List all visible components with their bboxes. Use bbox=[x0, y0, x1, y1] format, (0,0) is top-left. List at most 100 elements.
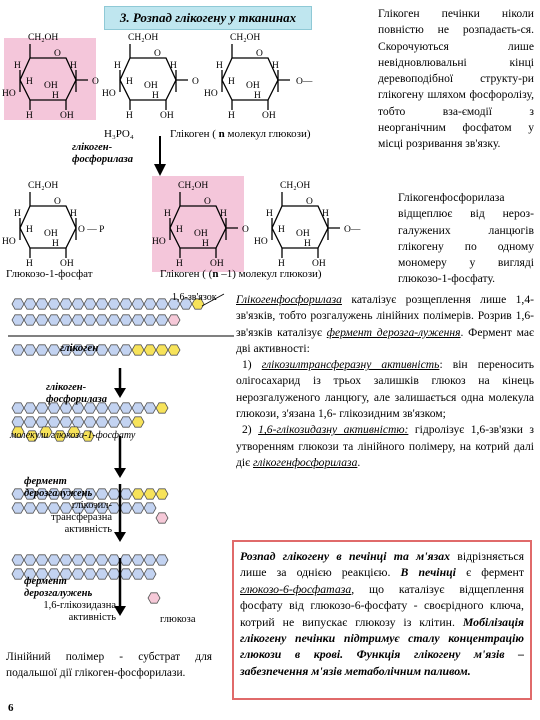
glucose-bead bbox=[83, 488, 97, 500]
bridge-oxygen: O bbox=[192, 77, 199, 87]
g1p-bead bbox=[39, 426, 53, 438]
glucose-bead bbox=[35, 568, 49, 580]
glucose-bead bbox=[71, 502, 85, 514]
h-label: H bbox=[266, 209, 273, 219]
glucose-bead bbox=[119, 488, 133, 500]
glucose-bead bbox=[35, 488, 49, 500]
highlight-glucose-bottom bbox=[152, 176, 244, 272]
glucose-bead bbox=[71, 402, 85, 414]
glucose-bead bbox=[95, 502, 109, 514]
glucose-bead bbox=[179, 298, 193, 310]
enzyme3-label: фермент дерозгалужень bbox=[24, 576, 93, 599]
highlight-glucose-top bbox=[4, 38, 96, 120]
ho-label: HO bbox=[204, 89, 218, 99]
enzyme2-label: фермент дерозгалужень bbox=[24, 476, 93, 499]
oh-label: OH bbox=[60, 259, 74, 269]
glucose-bead bbox=[71, 298, 85, 310]
glucose-bead bbox=[47, 488, 61, 500]
g1p-bead bbox=[53, 430, 67, 442]
glucose-bead bbox=[143, 502, 157, 514]
glucose-bead bbox=[83, 554, 97, 566]
glucose-bead bbox=[59, 554, 73, 566]
h-label: H bbox=[126, 111, 133, 121]
h-label: H bbox=[228, 111, 235, 121]
h-label: H bbox=[26, 225, 33, 235]
h-label: H bbox=[152, 91, 159, 101]
transferred-bead bbox=[131, 488, 145, 500]
h-label: H bbox=[70, 209, 77, 219]
ring-oxygen-label: O bbox=[54, 197, 61, 207]
ring-oxygen-label: O bbox=[256, 49, 263, 59]
h-label: H bbox=[14, 209, 21, 219]
glucose-bead bbox=[47, 416, 61, 428]
glucose-bead bbox=[131, 554, 145, 566]
glucose-bead bbox=[23, 416, 37, 428]
glucose-bead bbox=[35, 314, 49, 326]
glucose-bead bbox=[119, 554, 133, 566]
glucose-bead bbox=[35, 554, 49, 566]
h-label: H bbox=[164, 209, 171, 219]
glucose-bead bbox=[95, 314, 109, 326]
h-label: H bbox=[114, 61, 121, 71]
product-glycogen-label: Глікоген ( (n –1) молекул глюкози) bbox=[160, 268, 322, 280]
g1p-molecules-label: молекули глюкозо-1-фосфату bbox=[10, 430, 136, 441]
ch2oh-label: CH₂OH bbox=[128, 33, 158, 43]
oh-label: OH bbox=[296, 229, 310, 239]
glucose-bead bbox=[59, 416, 73, 428]
glucose-bead bbox=[11, 344, 25, 356]
oh-label: OH bbox=[144, 81, 158, 91]
glucose-bead bbox=[119, 298, 133, 310]
glucose-bead bbox=[59, 314, 73, 326]
enzyme2-activity-label: глікозил-трансферазна активність bbox=[51, 500, 112, 535]
glucose-bead bbox=[83, 298, 97, 310]
h-label: H bbox=[26, 259, 33, 269]
glucose-bead bbox=[131, 402, 145, 414]
glucose-bead bbox=[59, 298, 73, 310]
ring-oxygen-label: O bbox=[306, 197, 313, 207]
glucose-bead bbox=[83, 568, 97, 580]
g1p-bead bbox=[131, 344, 145, 356]
glucose-bead bbox=[119, 568, 133, 580]
branch-bead bbox=[155, 402, 169, 414]
h-label: H bbox=[278, 225, 285, 235]
bottom-note: Лінійний полімер - субстрат для подальшо… bbox=[6, 651, 212, 679]
glucose-bead bbox=[11, 402, 25, 414]
glucose-bead bbox=[107, 344, 121, 356]
glucose-bead bbox=[59, 488, 73, 500]
glucose-bead bbox=[107, 568, 121, 580]
glucose-bead bbox=[71, 314, 85, 326]
glucose-bead bbox=[107, 488, 121, 500]
glucose-bead bbox=[95, 402, 109, 414]
phosphorylase-paragraph: Глікогенфосфорилаза відщеплює від нероз-… bbox=[398, 191, 534, 286]
glucose-bead bbox=[11, 416, 25, 428]
g1p-bead bbox=[143, 344, 157, 356]
ho-label: HO bbox=[102, 89, 116, 99]
glucose-bead bbox=[47, 568, 61, 580]
glucose-bead bbox=[107, 402, 121, 414]
glucose-bead bbox=[35, 402, 49, 414]
glucose-bead bbox=[167, 298, 181, 310]
glucose-bead bbox=[95, 554, 109, 566]
g1p-bead bbox=[25, 430, 39, 442]
glucose-bead bbox=[143, 568, 157, 580]
g1p-bead bbox=[67, 426, 81, 438]
h-label: H bbox=[216, 61, 223, 71]
glucose-bead bbox=[11, 554, 25, 566]
oh-label: OH bbox=[210, 259, 224, 269]
oh-label: OH bbox=[312, 259, 326, 269]
glucose-bead bbox=[59, 568, 73, 580]
transferred-bead bbox=[143, 488, 157, 500]
bridge-oxygen: O bbox=[242, 225, 249, 235]
phosphate-group: O — P bbox=[78, 225, 104, 235]
h-label: H bbox=[322, 209, 329, 219]
h-label: H bbox=[254, 91, 261, 101]
product-g1p-label: Глюкозо-1-фосфат bbox=[6, 268, 93, 280]
branch-bead bbox=[191, 298, 205, 310]
glucose-bead bbox=[119, 314, 133, 326]
glucose-bead bbox=[47, 554, 61, 566]
ho-label: HO bbox=[254, 237, 268, 247]
glucose-bead bbox=[47, 298, 61, 310]
h-label: H bbox=[52, 91, 59, 101]
glycogen-label: глікоген bbox=[60, 342, 99, 354]
